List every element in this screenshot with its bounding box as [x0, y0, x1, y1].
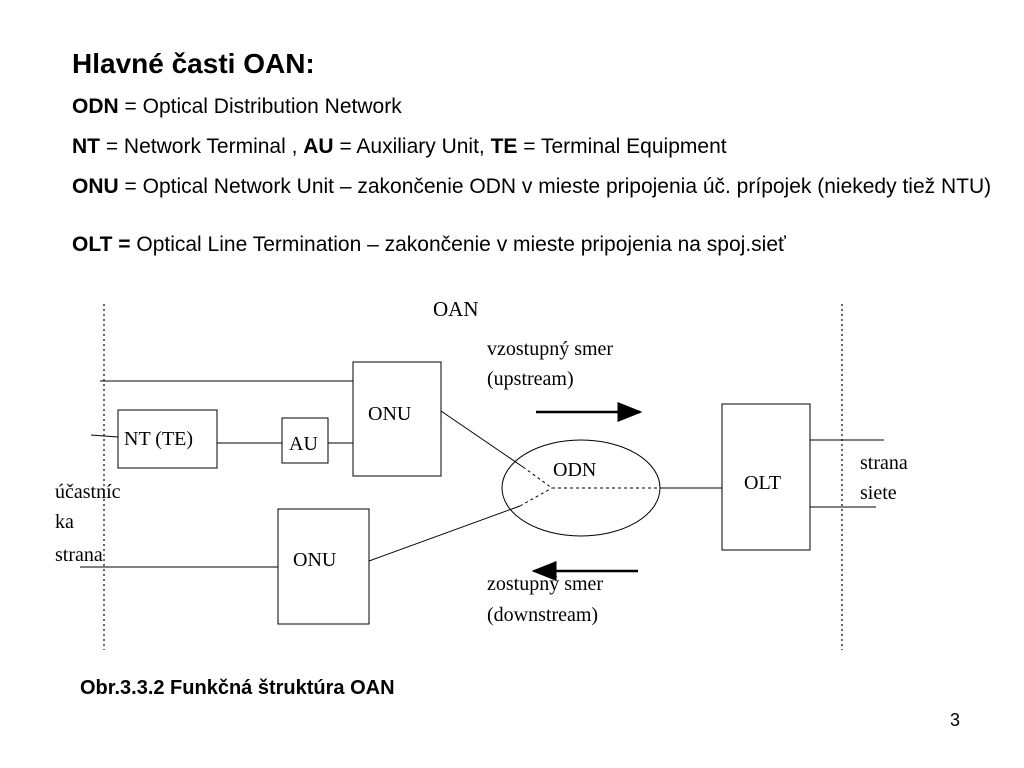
onu-bottom-label: ONU [293, 549, 337, 571]
onu-top-label: ONU [368, 403, 412, 425]
definition-text: = Auxiliary Unit, [333, 135, 491, 158]
nt-te-label: NT (TE) [124, 428, 193, 450]
au-label: AU [289, 433, 318, 455]
nt-te-box [117, 409, 218, 469]
oan-label: OAN [433, 297, 479, 321]
definition-olt: OLT = Optical Line Termination – zakonče… [72, 234, 1002, 256]
definition-nt-au-te: NT = Network Terminal , AU = Auxiliary U… [72, 136, 1002, 158]
definition-text: = Terminal Equipment [517, 135, 727, 158]
odn-label: ODN [553, 459, 596, 481]
definition-term: OLT = [72, 233, 131, 256]
onu-bottom-box [277, 508, 370, 625]
figure-caption: Obr.3.3.2 Funkčná štruktúra OAN [80, 677, 395, 699]
downstream-label-line2: (downstream) [487, 604, 598, 626]
definition-text: = Network Terminal , [100, 135, 304, 158]
definition-onu: ONU = Optical Network Unit – zakončenie … [72, 176, 1002, 198]
onu-top-odn-line [440, 410, 524, 468]
onu-bottom-odn-line [368, 505, 521, 562]
page-number: 3 [950, 710, 961, 730]
olt-label: OLT [744, 472, 781, 494]
subscriber-side-line3: strana [55, 544, 103, 566]
definition-text: = Optical Network Unit – zakončenie ODN … [118, 175, 992, 198]
onu-top-box [352, 361, 442, 477]
definition-odn: ODN = Optical Distribution Network [72, 96, 1002, 118]
page-title: Hlavné časti OAN: [72, 48, 315, 79]
nt-left-line [90, 434, 119, 438]
definition-term: ODN [72, 95, 119, 118]
definition-term: ONU [72, 175, 119, 198]
network-side-line2: siete [860, 482, 897, 504]
subscriber-side-line1: účastníc [55, 481, 121, 503]
subscriber-side-line2: ka [55, 511, 74, 533]
definition-term: NT [72, 135, 100, 158]
odn-split-dash-bottom [519, 487, 553, 507]
definition-text: Optical Line Termination – zakončenie v … [130, 233, 786, 256]
odn-split-dash-top [522, 466, 553, 489]
odn-ellipse [501, 439, 661, 537]
au-box [281, 417, 329, 464]
upstream-label-line1: vzostupný smer [487, 338, 613, 360]
upstream-label-line2: (upstream) [487, 368, 574, 390]
definition-term: TE [490, 135, 518, 158]
network-side-line1: strana [860, 452, 908, 474]
definition-text: = Optical Distribution Network [118, 95, 402, 118]
downstream-label-line1: zostupný smer [487, 573, 603, 595]
olt-box [721, 403, 811, 551]
definition-term: AU [303, 135, 334, 158]
